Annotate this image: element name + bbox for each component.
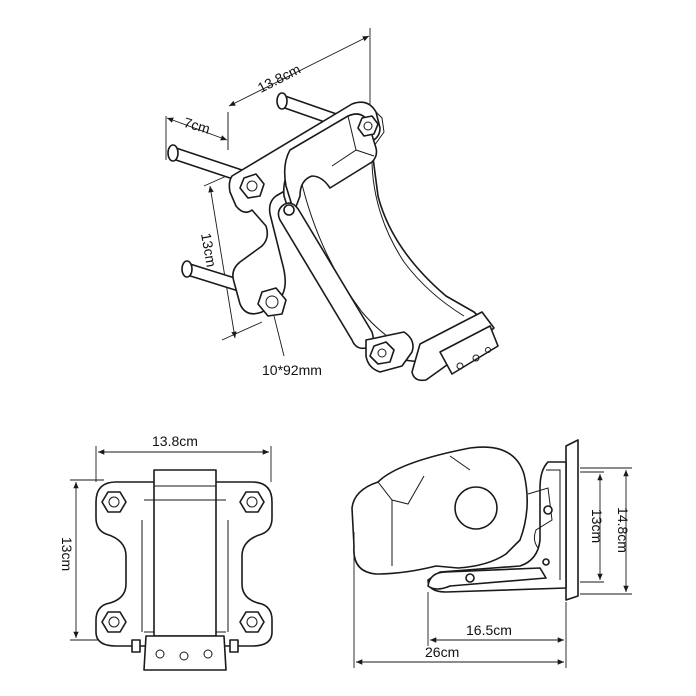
front-height-dimension: 13cm <box>59 479 104 641</box>
side-outer-height-label: 14.8cm <box>615 507 631 553</box>
side-wall-plate <box>565 439 579 601</box>
iso-height-label: 13cm <box>198 232 220 268</box>
front-nut-bottom-left <box>101 611 127 633</box>
front-latch-pin-left <box>131 639 141 653</box>
front-nut-top-left <box>101 491 127 513</box>
iso-nut-bottom-left <box>257 287 287 317</box>
side-depth-label: 16.5cm <box>466 622 512 638</box>
side-hook-eye <box>454 486 498 530</box>
front-width-dimension: 13.8cm <box>95 433 272 482</box>
iso-nut-lower-latch <box>369 341 395 365</box>
side-bracket <box>427 461 567 593</box>
side-pivot-pin <box>543 505 553 515</box>
iso-height-dimension: 13cm <box>198 169 263 341</box>
side-outer-height-dimension: 14.8cm <box>580 467 632 595</box>
side-inner-height-dimension: 13cm <box>580 471 605 583</box>
front-width-label: 13.8cm <box>152 433 198 449</box>
front-height-label: 13cm <box>59 537 75 571</box>
side-length-dimension: 26cm <box>353 532 564 668</box>
iso-pivot-pin <box>283 204 295 216</box>
side-inner-height-label: 13cm <box>589 509 605 543</box>
front-nut-bottom-right <box>239 611 265 633</box>
iso-nut-top-right <box>357 115 379 137</box>
front-view: 13.8cm 13cm <box>59 433 273 671</box>
side-latch <box>427 567 547 590</box>
isometric-view: 13.8cm 7cm 13cm <box>165 28 499 382</box>
iso-width-label: 13.8cm <box>255 61 303 96</box>
iso-offset-dimension: 7cm <box>165 112 229 160</box>
iso-bolt-label: 10*92mm <box>262 362 322 378</box>
front-latch-pin-right <box>229 639 239 653</box>
side-depth-dimension: 16.5cm <box>427 592 567 668</box>
iso-nut-top-left <box>239 173 265 199</box>
side-length-label: 26cm <box>425 644 459 660</box>
front-nut-top-right <box>239 491 265 513</box>
side-hook <box>351 446 528 575</box>
front-latch <box>143 635 227 671</box>
front-hook-body <box>153 469 217 637</box>
side-view: 13cm 14.8cm 16.5cm 26cm <box>351 439 632 668</box>
iso-offset-label: 7cm <box>182 114 212 137</box>
